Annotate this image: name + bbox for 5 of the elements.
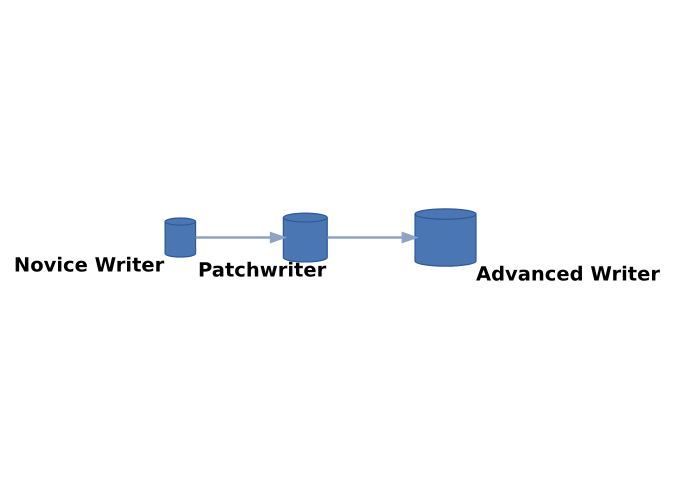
node-label: Advanced Writer [476,262,660,286]
node-label: Patchwriter [198,258,326,282]
arrow [327,232,419,244]
arrow [196,232,287,244]
node-label: Novice Writer [14,253,164,276]
